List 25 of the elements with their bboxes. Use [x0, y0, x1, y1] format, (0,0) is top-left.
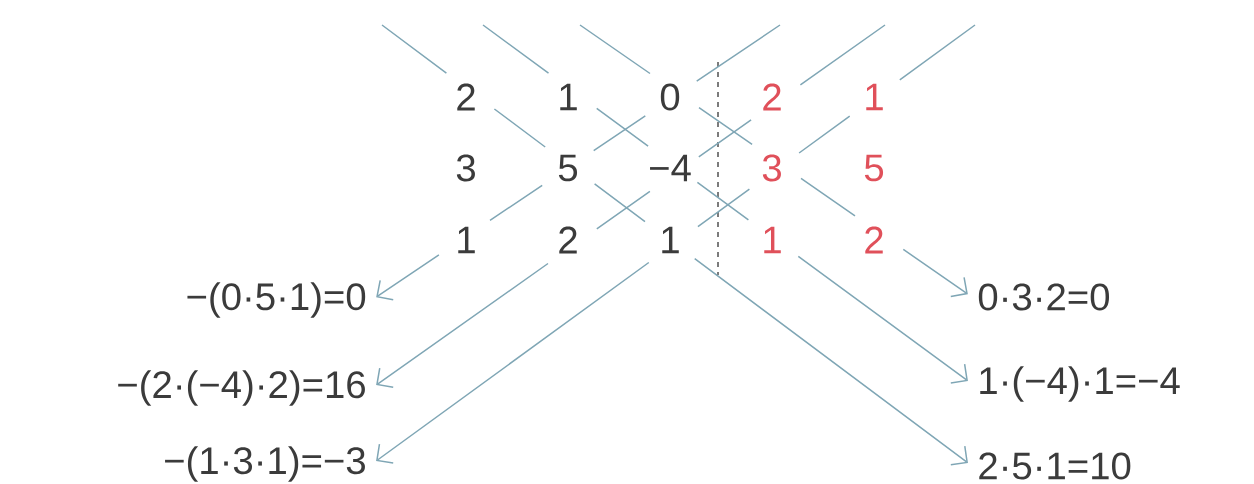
matrix-entry: 2 [763, 83, 781, 111]
matrix-entry: 5 [558, 154, 578, 182]
matrix-entry: 1 [458, 226, 475, 254]
formula: 2·5·1=10 [979, 452, 1131, 480]
arrow [376, 24, 781, 301]
formula: 1·(−4)·1=−4 [980, 366, 1180, 402]
matrix-entry: 1 [866, 83, 883, 111]
matrix-entry: 1 [560, 83, 577, 111]
arrow [482, 24, 968, 384]
matrix-entry: 2 [865, 226, 883, 254]
matrix-entry: 1 [662, 226, 679, 254]
matrix-entry: 1 [764, 226, 781, 254]
formula: −(2·(−4)·2)=16 [118, 370, 365, 406]
matrix-entry: 2 [457, 83, 475, 111]
matrix-entry: 0 [660, 83, 680, 111]
matrix-entry: 3 [456, 154, 475, 182]
matrix-entry: −4 [650, 154, 691, 182]
formula: −(0·5·1)=0 [187, 282, 366, 318]
arrow [376, 24, 886, 389]
arrow [579, 24, 968, 298]
matrix-entry: 3 [762, 154, 781, 182]
matrix-entry: 2 [559, 226, 577, 254]
formula: −(1·3·1)=−3 [165, 446, 365, 482]
formula: 0·3·2=0 [978, 283, 1110, 311]
matrix-entry: 5 [864, 154, 884, 182]
